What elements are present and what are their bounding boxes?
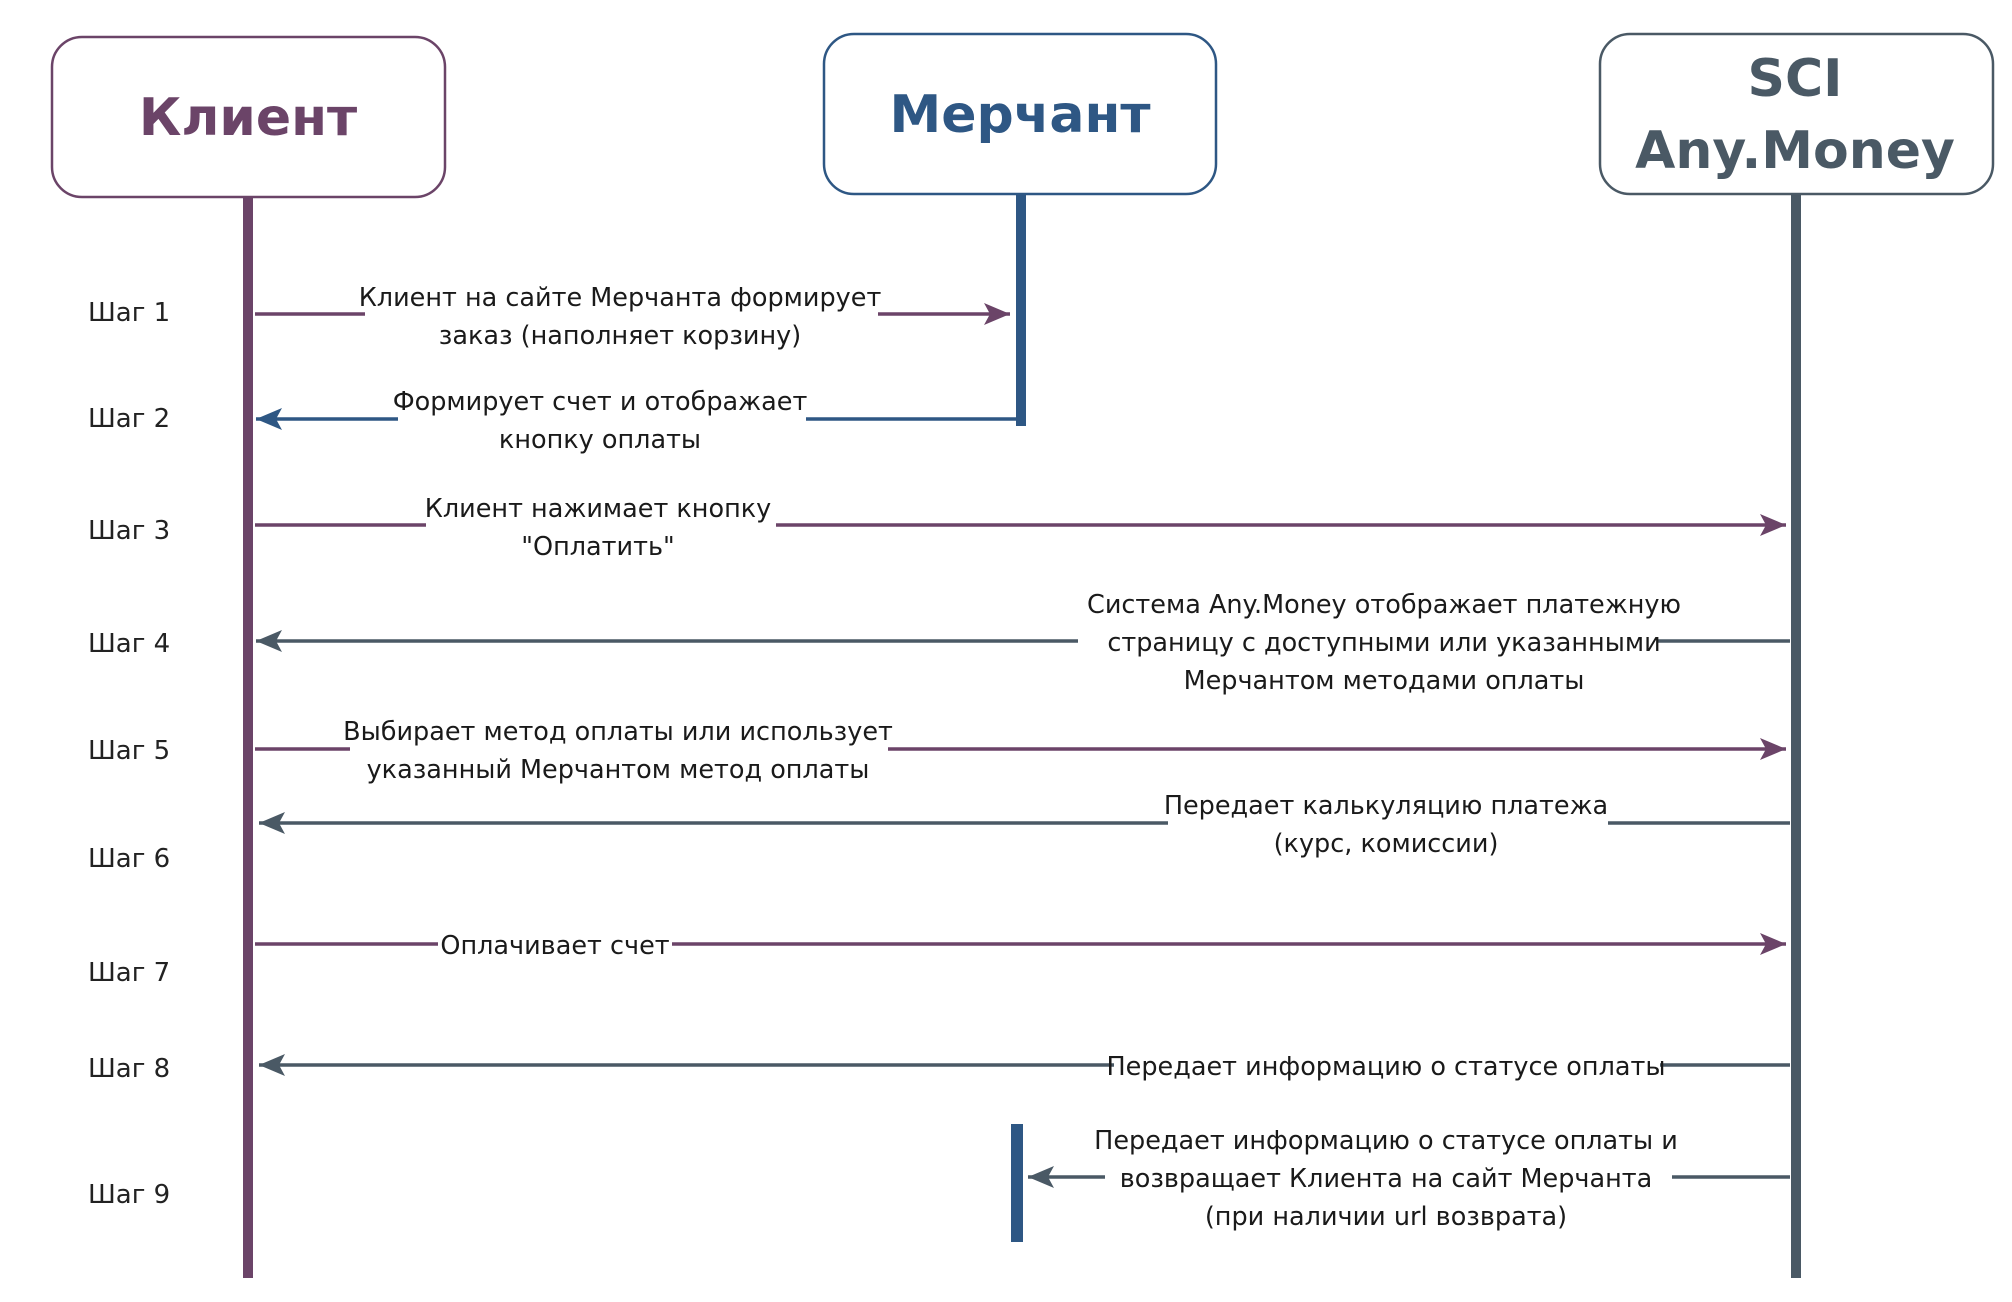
message-text: кнопку оплаты — [499, 425, 701, 455]
message-text: "Оплатить" — [521, 532, 674, 562]
actor-sci: SCI Any.Money — [1598, 32, 1995, 196]
message-8: Передает информацию о статусе оплаты — [259, 1052, 1790, 1082]
arrowhead — [256, 408, 282, 430]
actor-headers: Клиент Мерчант SCI Any.Money — [50, 32, 1995, 199]
step-label: Шаг 8 — [88, 1054, 170, 1084]
message-text: Выбирает метод оплаты или использует — [343, 717, 893, 747]
message-1: Клиент на сайте Мерчанта формирует заказ … — [255, 283, 1010, 351]
step-label: Шаг 9 — [88, 1180, 170, 1210]
actor-box-sci — [1598, 32, 1995, 196]
message-text: Передает информацию о статусе оплаты — [1107, 1052, 1666, 1082]
actor-label-merchant: Мерчант — [889, 85, 1150, 145]
step-label: Шаг 3 — [88, 516, 170, 546]
message-text: Формирует счет и отображает — [393, 387, 808, 417]
arrowhead — [1760, 514, 1786, 536]
message-3: Клиент нажимает кнопку "Оплатить" — [255, 494, 1786, 562]
message-text: Оплачивает счет — [440, 931, 669, 961]
message-text: возвращает Клиента на сайт Мерчанта — [1120, 1164, 1653, 1194]
actor-label-sci: Any.Money — [1635, 121, 1955, 181]
message-9: Передает информацию о статусе оплаты и во… — [1028, 1126, 1790, 1232]
step-label: Шаг 2 — [88, 404, 170, 434]
actor-box-merchant — [822, 32, 1218, 196]
actor-merchant: Мерчант — [822, 32, 1218, 196]
step-label: Шаг 5 — [88, 736, 170, 766]
arrowhead — [259, 812, 285, 834]
lifelines — [243, 194, 1801, 1278]
message-text: (при наличии url возврата) — [1205, 1202, 1567, 1232]
message-text: Клиент на сайте Мерчанта формирует — [359, 283, 882, 313]
message-text: Мерчантом методами оплаты — [1184, 666, 1585, 696]
arrowhead — [256, 630, 282, 652]
messages: Клиент на сайте Мерчанта формирует заказ … — [255, 283, 1790, 1232]
message-4: Система Any.Money отображает платежную ст… — [256, 590, 1790, 696]
message-text: Передает информацию о статусе оплаты и — [1094, 1126, 1678, 1156]
actor-label-client: Клиент — [139, 88, 357, 148]
message-text: заказ (наполняет корзину) — [439, 321, 801, 351]
message-text: указанный Мерчантом метод оплаты — [367, 755, 870, 785]
message-5: Выбирает метод оплаты или использует указ… — [255, 717, 1786, 785]
actor-box-client — [50, 35, 447, 199]
arrowhead — [1760, 933, 1786, 955]
message-6: Передает калькуляцию платежа (курс, комис… — [259, 791, 1790, 859]
step-label: Шаг 7 — [88, 958, 170, 988]
step-labels: Шаг 1 Шаг 2 Шаг 3 Шаг 4 Шаг 5 Шаг 6 Шаг 7 Шаг 8… — [88, 298, 170, 1210]
message-2: Формирует счет и отображает кнопку оплаты — [256, 387, 1016, 455]
step-label: Шаг 4 — [88, 629, 170, 659]
arrowhead — [259, 1054, 285, 1076]
message-text: страницу с доступными или указанными — [1107, 628, 1660, 658]
actor-label-sci: SCI — [1748, 49, 1843, 109]
step-label: Шаг 1 — [88, 298, 170, 328]
actor-client: Клиент — [50, 35, 447, 199]
step-label: Шаг 6 — [88, 844, 170, 874]
arrowhead — [1028, 1166, 1054, 1188]
message-text: Клиент нажимает кнопку — [425, 494, 772, 524]
message-text: Система Any.Money отображает платежную — [1087, 590, 1681, 620]
message-text: (курс, комиссии) — [1274, 829, 1499, 859]
message-7: Оплачивает счет — [255, 931, 1786, 961]
arrowhead — [984, 303, 1010, 325]
arrowhead — [1760, 738, 1786, 760]
message-text: Передает калькуляцию платежа — [1164, 791, 1608, 821]
